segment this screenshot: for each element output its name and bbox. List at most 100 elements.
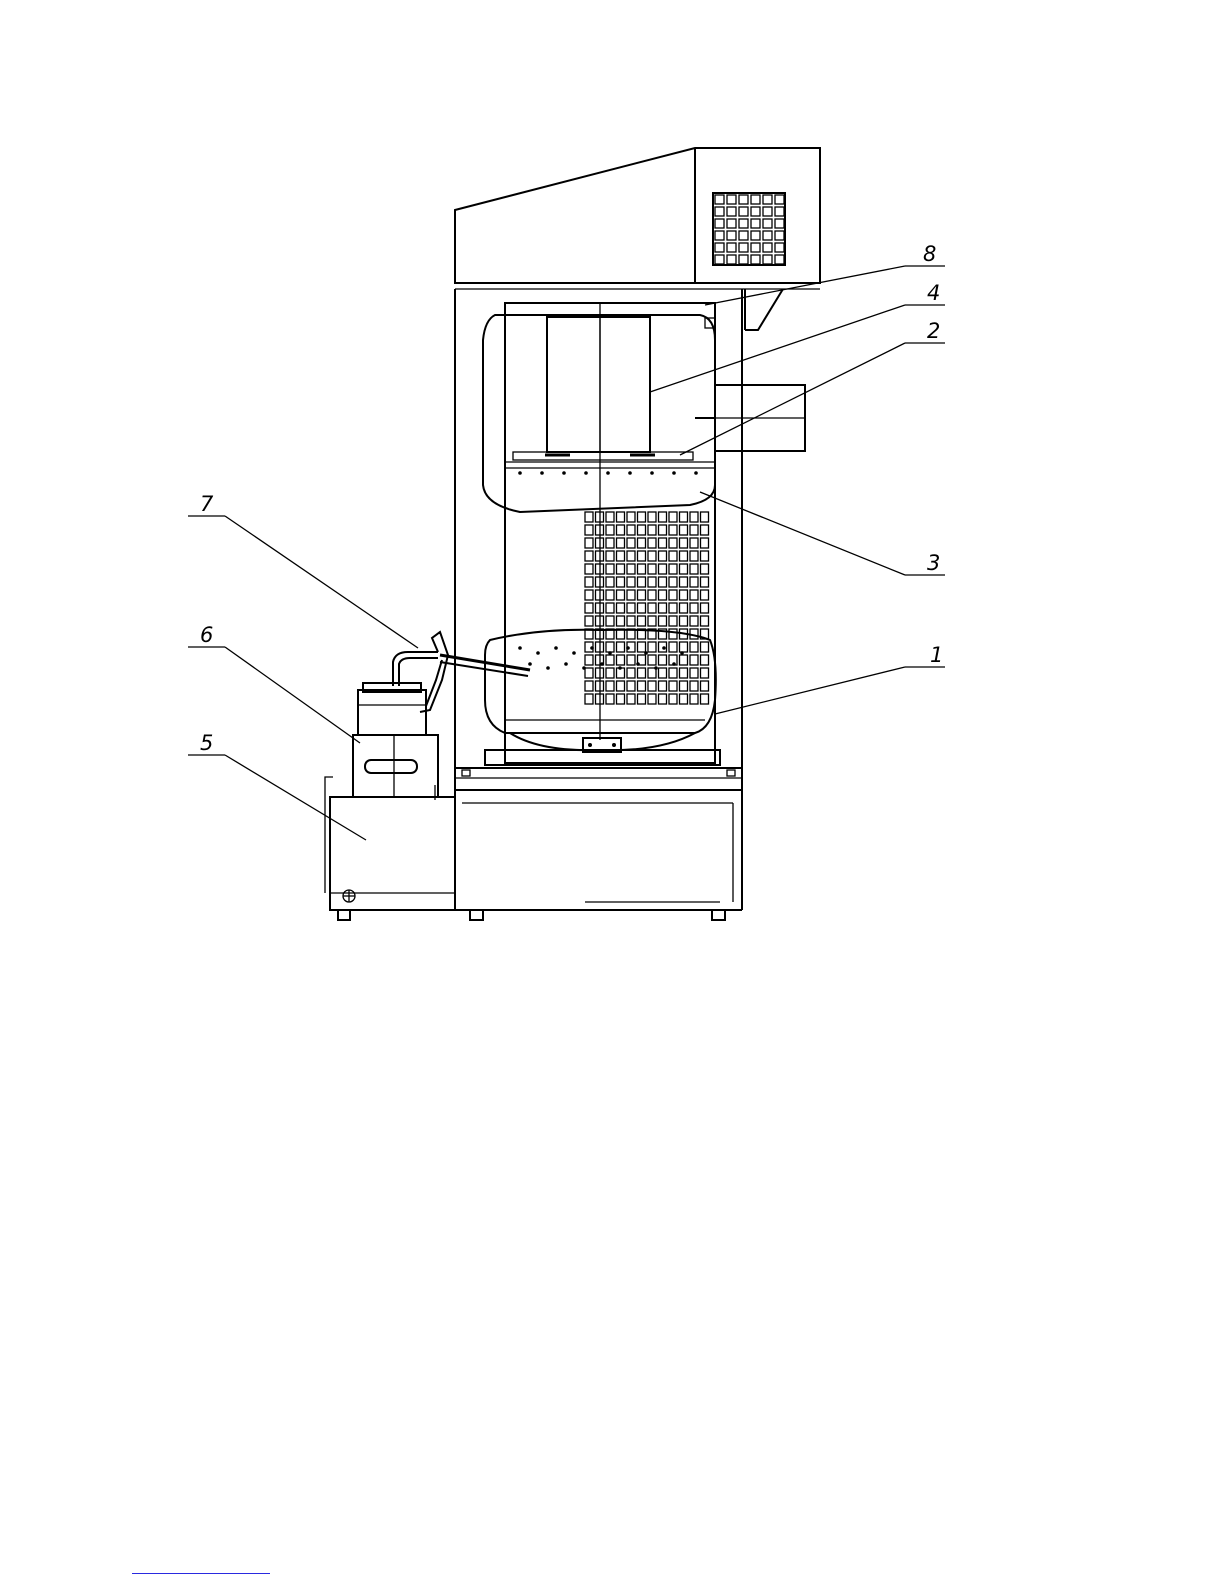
grid-cell: [627, 616, 635, 626]
grid-cell: [627, 512, 635, 522]
grid-cell: [606, 616, 614, 626]
vent-cell: [727, 219, 736, 228]
perforation-dot: [584, 471, 588, 475]
vent-cell: [763, 207, 772, 216]
grid-cell: [648, 655, 656, 665]
leader-lines: [188, 266, 945, 840]
grid-cell: [627, 577, 635, 587]
grid-cell: [648, 603, 656, 613]
label-3: 3: [927, 551, 940, 575]
grid-cell: [690, 538, 698, 548]
grid-cell: [669, 668, 677, 678]
grid-cell: [648, 668, 656, 678]
label-4: 4: [927, 281, 940, 305]
grid-cell: [585, 538, 593, 548]
grid-cell: [606, 603, 614, 613]
grid-cell: [669, 629, 677, 639]
grid-cell: [680, 590, 688, 600]
grid-cell: [669, 512, 677, 522]
grid-cell: [617, 642, 625, 652]
grid-cell: [680, 694, 688, 704]
perforation-dot: [680, 651, 684, 655]
grid-cell: [627, 590, 635, 600]
grid-cell: [701, 655, 709, 665]
grid-cell: [617, 538, 625, 548]
perforation-dot: [618, 666, 622, 670]
grid-cell: [701, 577, 709, 587]
grid-cell: [680, 538, 688, 548]
grid-cell: [648, 512, 656, 522]
grid-cell: [701, 603, 709, 613]
perforation-dot: [536, 651, 540, 655]
grid-cell: [627, 668, 635, 678]
grid-cell: [648, 681, 656, 691]
vent-cell: [739, 207, 748, 216]
grid-cell: [648, 538, 656, 548]
grid-cell: [617, 681, 625, 691]
vent-cell: [751, 195, 760, 204]
grid-cell: [701, 642, 709, 652]
vent-cell: [727, 243, 736, 252]
pump-tank: [353, 683, 438, 800]
perforation-dot: [564, 662, 568, 666]
grid-cell: [690, 681, 698, 691]
vent-cell: [739, 195, 748, 204]
perforation-dot: [606, 471, 610, 475]
grid-cell: [669, 577, 677, 587]
grid-cell: [606, 668, 614, 678]
grid-cell: [659, 681, 667, 691]
vent-cell: [775, 255, 784, 264]
perforation-dot: [528, 662, 532, 666]
label-6: 6: [200, 623, 213, 647]
grid-cell: [690, 694, 698, 704]
grid-cell: [659, 590, 667, 600]
lower-bowl: [485, 630, 720, 765]
grid-cell: [701, 681, 709, 691]
grid-cell: [690, 616, 698, 626]
grid-cell: [701, 564, 709, 574]
grid-cell: [606, 694, 614, 704]
perforation-dot: [626, 646, 630, 650]
grid-cell: [627, 694, 635, 704]
grid-cell: [669, 551, 677, 561]
grid-cell: [638, 681, 646, 691]
grid-cell: [638, 694, 646, 704]
grid-cell: [627, 538, 635, 548]
vent-cell: [715, 231, 724, 240]
vent-cell: [739, 219, 748, 228]
label-1: 1: [930, 643, 943, 667]
grid-cell: [585, 694, 593, 704]
grid-cell: [680, 655, 688, 665]
grid-cell: [680, 564, 688, 574]
grid-cell: [690, 512, 698, 522]
vent-cell: [727, 207, 736, 216]
vent-cell: [775, 231, 784, 240]
grid-cell: [617, 564, 625, 574]
vent-cell: [715, 207, 724, 216]
perforation-dot: [582, 666, 586, 670]
perforation-dot: [644, 651, 648, 655]
perforation-dot: [628, 471, 632, 475]
side-outlet: [695, 318, 805, 451]
grid-cell: [585, 590, 593, 600]
grid-cell: [690, 642, 698, 652]
label-8: 8: [923, 242, 936, 266]
grid-cell: [648, 694, 656, 704]
grid-cell: [701, 668, 709, 678]
grid-cell: [627, 564, 635, 574]
vent-cell: [715, 243, 724, 252]
grid-cell: [680, 512, 688, 522]
grid-cell: [585, 603, 593, 613]
hose-nozzle: [393, 632, 530, 712]
grid-cell: [617, 616, 625, 626]
upper-drum: [483, 315, 715, 512]
grid-cell: [680, 681, 688, 691]
grid-cell: [638, 590, 646, 600]
grid-cell: [648, 564, 656, 574]
grid-cell: [617, 525, 625, 535]
grid-cell: [690, 551, 698, 561]
grid-cell: [585, 512, 593, 522]
footer-rule: [132, 1573, 270, 1574]
grid-cell: [659, 603, 667, 613]
grid-cell: [617, 603, 625, 613]
